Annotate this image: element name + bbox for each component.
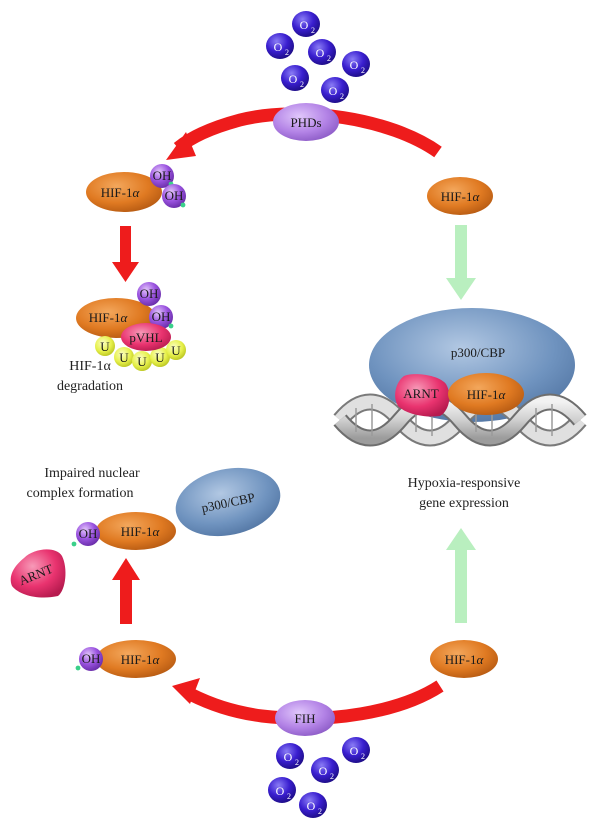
o2-molecule: O 2: [308, 39, 336, 65]
svg-text:O: O: [284, 750, 293, 764]
degradation-arrow: [112, 226, 139, 282]
svg-text:2: 2: [327, 54, 331, 63]
svg-text:O: O: [319, 764, 328, 778]
o2-molecule: O 2: [268, 777, 296, 803]
svg-text:HIF-1α: HIF-1α: [101, 185, 141, 200]
hypoxia-caption: Hypoxia-responsive gene expression: [408, 476, 521, 511]
hif-1a-fih-hydroxylated: HIF-1α OH: [75, 640, 176, 678]
oxygen-cluster-bottom: O 2 O 2 O 2 O 2 O 2: [268, 737, 370, 818]
svg-text:FIH: FIH: [295, 711, 316, 726]
hydroxyl-group: OH: [149, 305, 174, 329]
hydroxyl-group: OH: [137, 282, 161, 306]
hif-1a-normoxia-source: HIF-1α: [427, 177, 493, 215]
o2-molecule: O 2: [276, 743, 304, 769]
svg-text:2: 2: [285, 48, 289, 57]
svg-text:p300/CBP: p300/CBP: [451, 345, 505, 360]
hif-1a-asparaginyl-hydroxylated: HIF-1α OH: [71, 512, 176, 550]
svg-text:degradation: degradation: [57, 379, 123, 394]
ubiquitin: U: [95, 336, 115, 356]
svg-text:2: 2: [295, 758, 299, 767]
svg-text:2: 2: [361, 66, 365, 75]
o2-molecule: O 2: [266, 33, 294, 59]
impaired-caption: Impaired nuclear complex formation: [27, 466, 140, 501]
svg-text:HIF-1α: HIF-1α: [69, 359, 111, 374]
ubiquitin: U: [132, 351, 152, 371]
svg-text:HIF-1α: HIF-1α: [445, 652, 485, 667]
svg-text:HIF-1α: HIF-1α: [121, 524, 161, 539]
hydroxyl-group: OH: [150, 164, 174, 188]
svg-text:pVHL: pVHL: [129, 330, 162, 345]
ubiquitin: U: [114, 347, 134, 367]
phds-enzyme: PHDs: [273, 103, 339, 141]
svg-text:O: O: [350, 58, 359, 72]
svg-text:O: O: [307, 799, 316, 813]
svg-text:OH: OH: [140, 286, 159, 301]
o2-molecule: O 2: [342, 737, 370, 763]
ubiquitin-chain: U U U U U: [95, 336, 186, 371]
hydroxyl-group: OH: [75, 647, 103, 671]
svg-text:HIF-1α: HIF-1α: [441, 189, 481, 204]
svg-text:O: O: [289, 72, 298, 86]
svg-text:2: 2: [300, 80, 304, 89]
fih-enzyme: FIH: [275, 700, 335, 736]
svg-text:HIF-1α: HIF-1α: [121, 652, 161, 667]
svg-text:2: 2: [287, 792, 291, 801]
pvhl-ubiquitin-complex: HIF-1α OH OH U U U U: [76, 282, 186, 371]
ubiquitin: U: [150, 347, 170, 367]
o2-molecule: O 2: [311, 757, 339, 783]
svg-text:O: O: [329, 84, 338, 98]
svg-text:Impaired nuclear: Impaired nuclear: [44, 466, 140, 481]
o2-molecule: O 2: [321, 77, 349, 103]
svg-text:OH: OH: [82, 651, 101, 666]
svg-text:O: O: [276, 784, 285, 798]
hypoxia-stabilization-arrow-up: [446, 528, 476, 623]
degradation-caption: HIF-1α degradation: [57, 359, 123, 394]
svg-text:O: O: [350, 744, 359, 758]
svg-text:U: U: [171, 343, 181, 358]
svg-text:gene expression: gene expression: [419, 496, 509, 511]
svg-text:HIF-1α: HIF-1α: [467, 387, 507, 402]
svg-text:O: O: [300, 18, 309, 32]
hif-1a-hydroxylated: HIF-1α OH OH: [86, 164, 186, 212]
hydroxyl-group: OH: [162, 184, 186, 208]
svg-text:U: U: [119, 350, 129, 365]
o2-molecule: O 2: [299, 792, 327, 818]
svg-text:U: U: [137, 354, 147, 369]
svg-text:HIF-1α: HIF-1α: [89, 310, 129, 325]
oxygen-cluster-top: O 2 O 2 O 2 O 2 O 2 O 2: [266, 11, 370, 103]
hif-1a-bound: HIF-1α: [448, 373, 524, 415]
svg-text:O: O: [316, 46, 325, 60]
svg-text:complex formation: complex formation: [27, 486, 134, 501]
svg-text:PHDs: PHDs: [290, 115, 321, 130]
svg-text:2: 2: [340, 92, 344, 101]
hypoxia-stabilization-arrow-down: [446, 225, 476, 300]
o2-molecule: O 2: [292, 11, 320, 37]
o2-molecule: O 2: [281, 65, 309, 91]
svg-text:2: 2: [318, 807, 322, 816]
svg-text:2: 2: [311, 26, 315, 35]
phd-hydroxylation-arrow: [166, 107, 442, 160]
pvhl: pVHL: [121, 323, 171, 351]
svg-text:OH: OH: [153, 168, 172, 183]
ubiquitin: U: [166, 340, 186, 360]
svg-text:OH: OH: [165, 188, 184, 203]
svg-text:U: U: [155, 350, 165, 365]
o2-molecule: O 2: [342, 51, 370, 77]
arnt-free: ARNT: [10, 549, 66, 598]
hydroxyl-group: OH: [71, 522, 100, 547]
hif-1a-fih-source: HIF-1α: [430, 640, 498, 678]
svg-text:2: 2: [330, 772, 334, 781]
svg-text:ARNT: ARNT: [403, 386, 438, 401]
dna-double-helix: [333, 393, 587, 447]
p300-cbp-free: p300/CBP: [175, 467, 281, 537]
svg-text:Hypoxia-responsive: Hypoxia-responsive: [408, 476, 521, 491]
svg-text:OH: OH: [79, 526, 98, 541]
svg-text:O: O: [274, 40, 283, 54]
svg-text:OH: OH: [152, 309, 171, 324]
svg-text:2: 2: [361, 752, 365, 761]
arnt-bound: ARNT: [395, 374, 450, 417]
svg-text:U: U: [100, 339, 110, 354]
fih-outcome-arrow: [112, 558, 140, 624]
